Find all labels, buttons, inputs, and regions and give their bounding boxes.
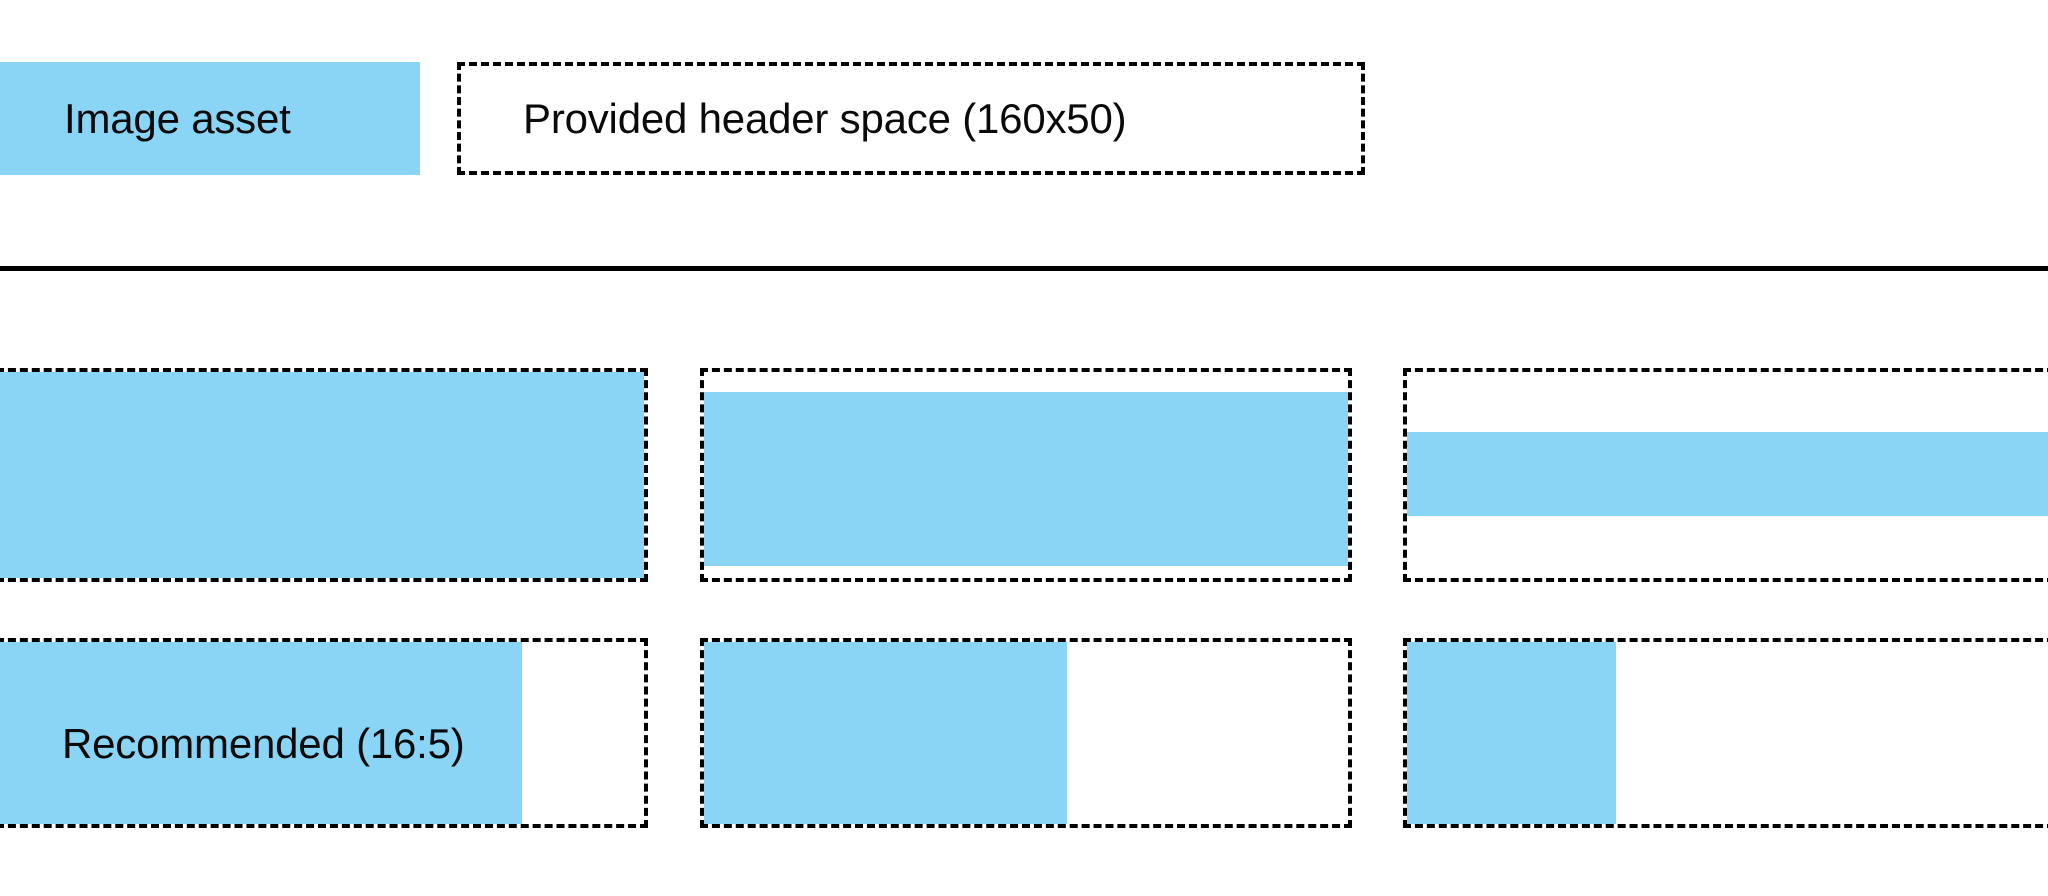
ratio-cell-row2-col1 <box>0 638 648 828</box>
aspect-ratio-grid: Recommended (16:5) <box>0 268 2048 896</box>
asset-fill-left-narrow <box>1407 642 1616 824</box>
provided-header-space-label: Provided header space (160x50) <box>523 94 1127 142</box>
asset-fill-full-bleed <box>0 372 644 578</box>
asset-fill-left-wide <box>0 642 522 824</box>
asset-fill-short-band <box>1407 432 2048 516</box>
ratio-cell-row2-col3 <box>1403 638 2048 828</box>
ratio-cell-row1-col3 <box>1403 368 2048 582</box>
image-asset-swatch: Image asset <box>0 62 420 175</box>
asset-fill-full-width-inset-height <box>704 392 1348 566</box>
recommended-ratio-caption: Recommended (16:5) <box>62 720 465 767</box>
asset-fill-left-medium <box>704 642 1067 824</box>
image-asset-label: Image asset <box>64 94 291 142</box>
provided-header-space-box: Provided header space (160x50) <box>457 62 1365 175</box>
header-zone: Image asset Provided header space (160x5… <box>0 0 2048 268</box>
ratio-cell-recommended-16-5 <box>0 368 648 582</box>
ratio-cell-row1-col2 <box>700 368 1352 582</box>
section-divider <box>0 266 2048 271</box>
ratio-cell-row2-col2 <box>700 638 1352 828</box>
